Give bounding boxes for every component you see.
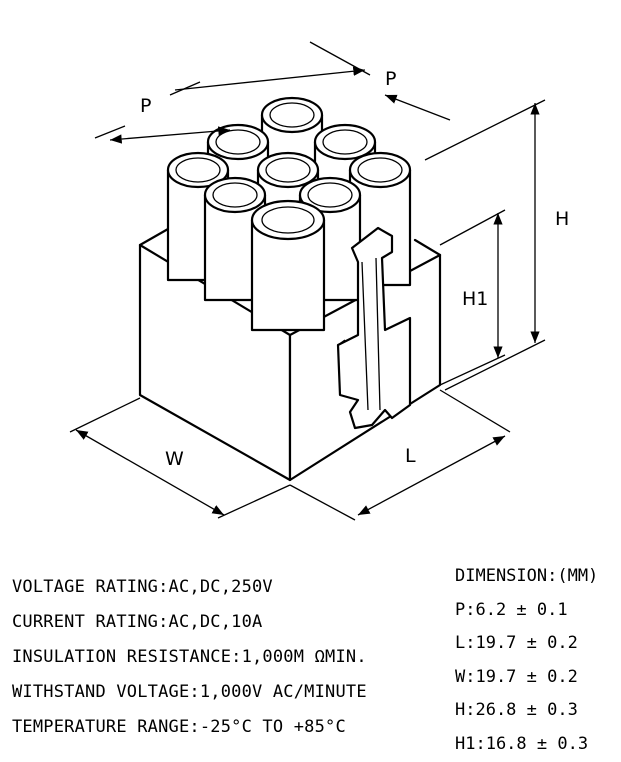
l-dimension: L	[289, 389, 511, 521]
spec-temperature-range: TEMPERATURE RANGE:-25°C TO +85°C	[12, 717, 346, 737]
h-label: H	[555, 208, 569, 230]
p-dimension-right: P	[174, 41, 451, 121]
dimension-title: DIMENSION:(MM)	[455, 566, 599, 586]
dimension-l: L:19.7 ± 0.2	[455, 633, 578, 653]
h-dimension: H	[424, 99, 569, 391]
dimension-p: P:6.2 ± 0.1	[455, 599, 568, 620]
pin	[250, 199, 326, 332]
dimension-w: W:19.7 ± 0.2	[455, 666, 578, 687]
dimension-table: DIMENSION:(MM) P:6.2 ± 0.1 L:19.7 ± 0.2 …	[455, 560, 598, 761]
p-label-right: P	[385, 68, 396, 90]
spec-insulation-resistance: INSULATION RESISTANCE:1,000M ΩMIN.	[12, 647, 367, 667]
h1-dimension: H1	[439, 209, 506, 386]
pin	[203, 176, 267, 302]
electrical-specs: VOLTAGE RATING:AC,DC,250V CURRENT RATING…	[12, 570, 367, 745]
connector-drawing: P P H H1 W L	[69, 41, 569, 521]
p-label-left: P	[140, 95, 151, 117]
w-label: W	[165, 448, 184, 470]
pin-grid	[166, 96, 412, 332]
w-dimension: W	[69, 397, 291, 519]
h1-label: H1	[462, 288, 488, 310]
l-label: L	[405, 445, 416, 467]
dimension-h1: H1:16.8 ± 0.3	[455, 733, 589, 754]
latch	[336, 226, 412, 430]
spec-current-rating: CURRENT RATING:AC,DC,10A	[12, 612, 263, 632]
spec-withstand-voltage: WITHSTAND VOLTAGE:1,000V AC/MINUTE	[12, 682, 367, 702]
dimension-h: H:26.8 ± 0.3	[455, 700, 578, 720]
spec-voltage-rating: VOLTAGE RATING:AC,DC,250V	[12, 577, 273, 597]
p-dimension-left: P	[94, 81, 231, 144]
